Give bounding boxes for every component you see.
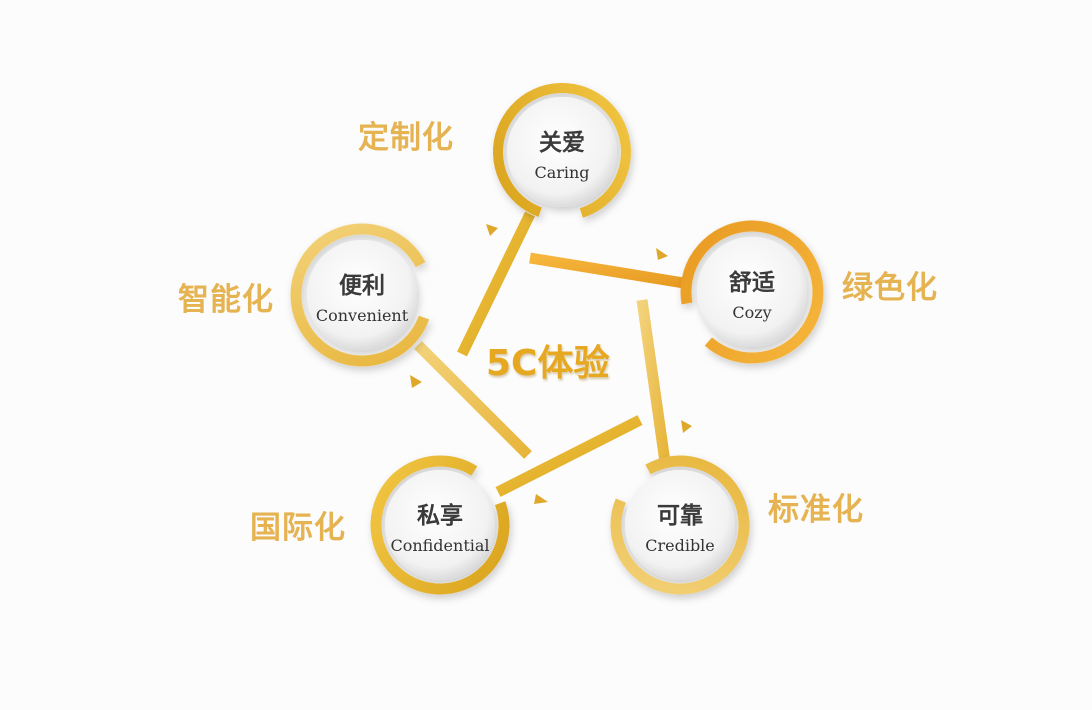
center-title: 5C体验 xyxy=(486,343,610,384)
side-label-smart: 智能化 xyxy=(178,282,274,318)
side-label-customized: 定制化 xyxy=(358,120,454,156)
node-en-label: Caring xyxy=(534,162,590,182)
side-label-international: 国际化 xyxy=(250,510,346,546)
triangle-marker xyxy=(534,494,548,504)
node-en-label: Cozy xyxy=(732,302,772,322)
node-en-label: Confidential xyxy=(390,535,490,555)
node-en-label: Credible xyxy=(645,535,715,555)
connector-bar xyxy=(457,211,535,357)
ring-confidential xyxy=(370,455,510,595)
side-label-green: 绿色化 xyxy=(842,270,938,306)
node-en-label: Convenient xyxy=(315,305,409,325)
ring-credible xyxy=(610,455,750,595)
triangle-marker xyxy=(486,224,498,236)
node-credible: 可靠 Credible xyxy=(625,470,735,580)
node-caring: 关爱 Caring xyxy=(507,97,617,207)
node-cozy: 舒适 Cozy xyxy=(697,237,807,347)
connector-bar xyxy=(495,415,643,497)
ring-cozy xyxy=(680,220,824,364)
node-cn-label: 便利 xyxy=(339,272,385,299)
node-cn-label: 关爱 xyxy=(539,129,585,156)
node-convenient: 便利 Convenient xyxy=(307,240,417,350)
node-cn-label: 舒适 xyxy=(729,269,775,296)
connector-bar xyxy=(414,341,532,459)
connector-bar xyxy=(529,252,691,290)
node-cn-label: 私享 xyxy=(417,502,463,529)
node-cn-label: 可靠 xyxy=(657,502,703,529)
ring-convenient xyxy=(290,223,434,367)
triangle-marker xyxy=(681,420,692,433)
side-label-standard: 标准化 xyxy=(768,492,864,528)
connector-bar xyxy=(636,299,671,463)
node-confidential: 私享 Confidential xyxy=(385,470,495,580)
triangle-marker xyxy=(656,248,668,260)
triangle-marker xyxy=(410,375,422,388)
